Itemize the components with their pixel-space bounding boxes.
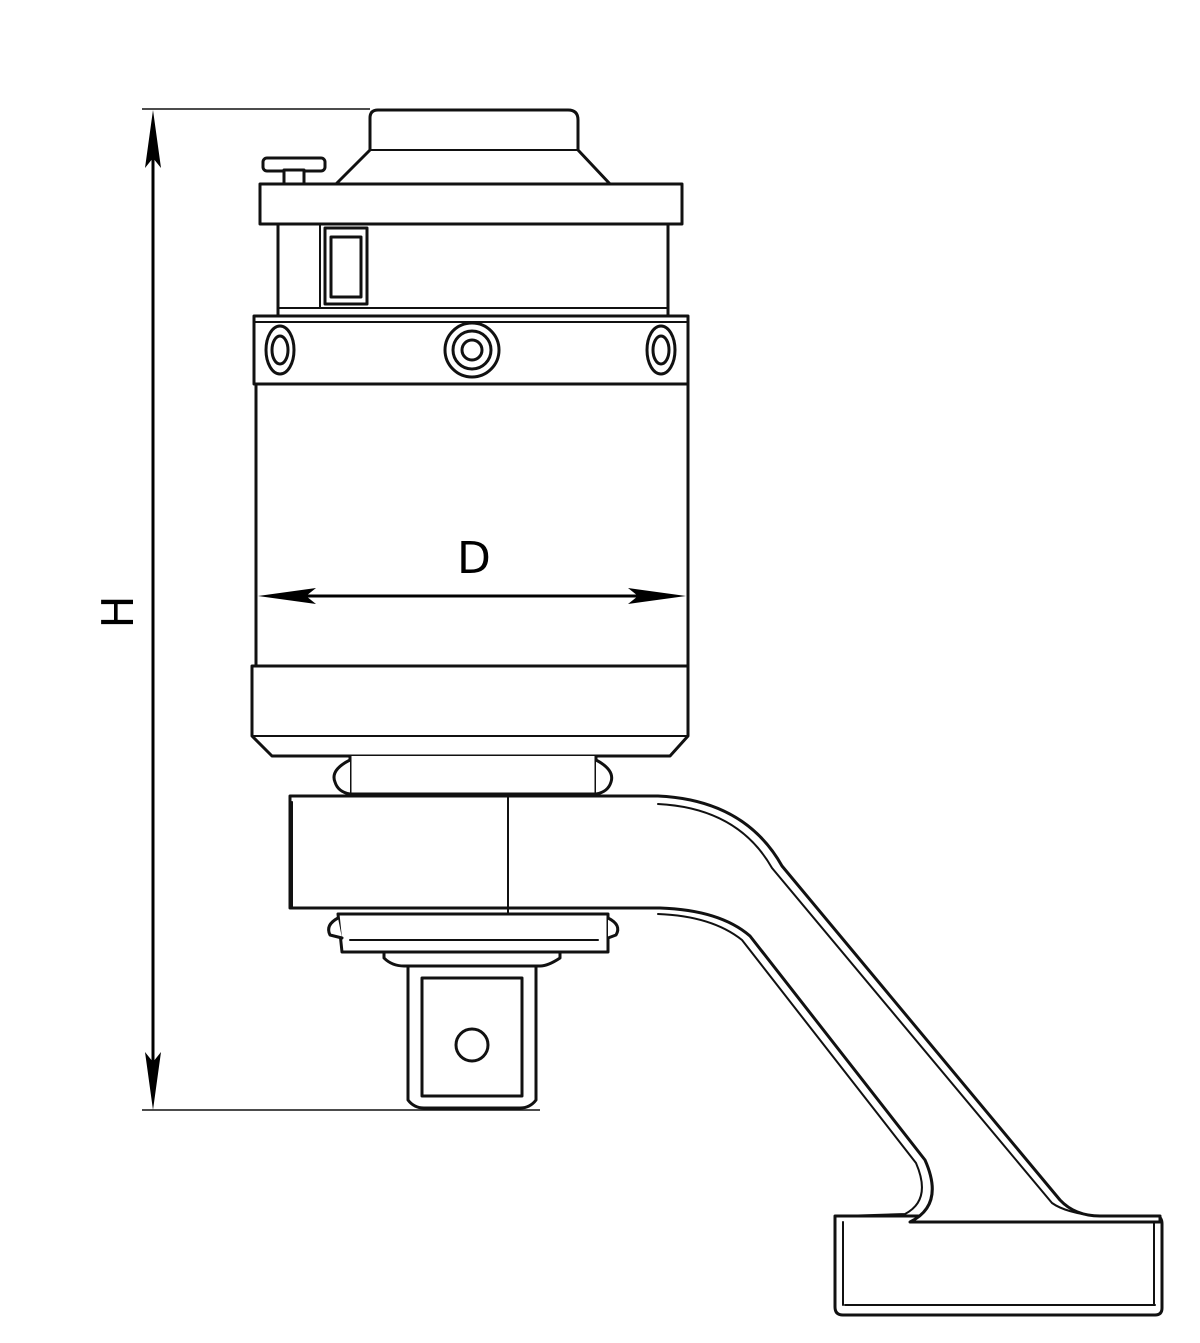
- height-arrow-bottom: [145, 1052, 161, 1110]
- lower-collar: [250, 664, 690, 758]
- diameter-label: D: [457, 533, 491, 584]
- dimension-diameter: D: [258, 533, 686, 604]
- main-body: [254, 382, 690, 668]
- top-cap-dome: [334, 108, 612, 186]
- bolt-center: [443, 321, 501, 379]
- upper-housing: [276, 222, 670, 318]
- adjustment-knob: [261, 156, 327, 186]
- reaction-arm: [288, 794, 1164, 1317]
- dimension-height: H: [93, 108, 540, 1111]
- bolt-right: [645, 324, 677, 376]
- bolt-left: [264, 324, 296, 376]
- retaining-pin-hole: [454, 1027, 490, 1063]
- height-arrow-top: [145, 110, 161, 168]
- top-plate: [258, 182, 684, 226]
- diameter-arrow-left: [258, 588, 316, 604]
- top-cap: [334, 108, 612, 186]
- reaction-foot: [833, 1214, 1164, 1317]
- top-plate-body: [258, 182, 684, 226]
- lower-flange: [327, 912, 620, 954]
- bolt-ring: [252, 314, 690, 386]
- diameter-arrow-right: [628, 588, 686, 604]
- main-body-cylinder: [254, 382, 690, 668]
- height-label: H: [93, 595, 144, 628]
- square-drive: [382, 950, 562, 1110]
- neck: [332, 754, 614, 796]
